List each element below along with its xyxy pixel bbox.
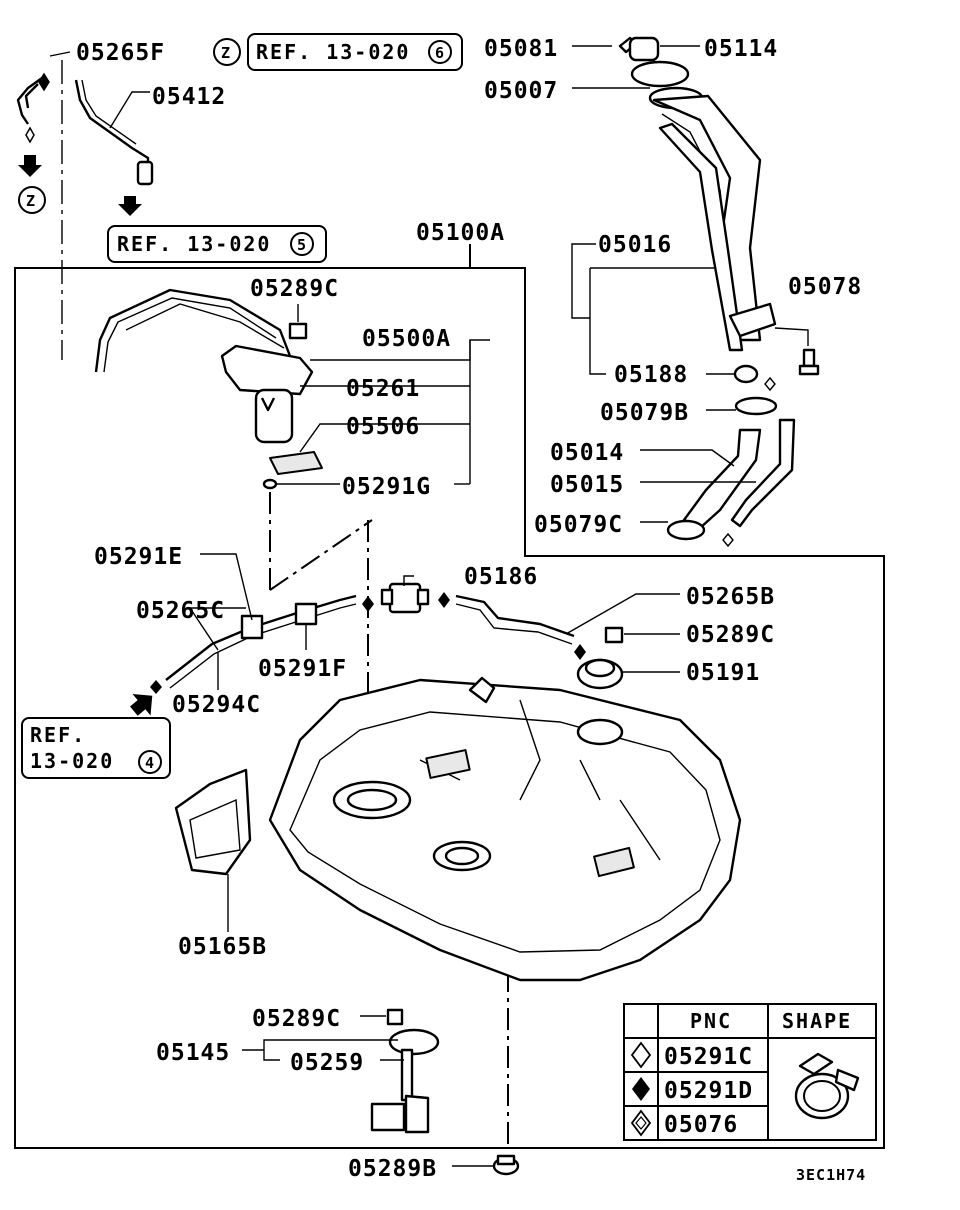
label-05188: 05188 (614, 362, 688, 388)
label-05261: 05261 (346, 376, 420, 402)
label-05014: 05014 (550, 440, 624, 466)
label-05265B: 05265B (686, 584, 775, 610)
z-circle-top: Z (213, 38, 241, 66)
label-05259: 05259 (290, 1050, 364, 1076)
label-05081: 05081 (484, 36, 558, 62)
label-05186: 05186 (464, 564, 538, 590)
label-05015: 05015 (550, 472, 624, 498)
protector-05165B (174, 768, 252, 876)
shape-outline-diamond (630, 1041, 652, 1069)
label-05191: 05191 (686, 660, 760, 686)
grommet-05289B (492, 1154, 520, 1176)
hose-05265C (130, 594, 357, 716)
leader-05014 (640, 449, 735, 467)
label-05289C-low: 05289C (252, 1006, 341, 1032)
ref6-num: 6 (435, 44, 445, 62)
hose-05265B (455, 594, 586, 660)
dash-align-2 (269, 519, 373, 591)
label-05165B: 05165B (178, 934, 267, 960)
leader-05412 (109, 91, 150, 129)
leader-05291E (200, 553, 253, 621)
label-05007: 05007 (484, 78, 558, 104)
label-05291G: 05291G (342, 474, 431, 500)
leader-05506 (299, 423, 470, 453)
legend-header-pnc: PNC (690, 1009, 732, 1033)
label-05265C: 05265C (136, 598, 225, 624)
cover-05191 (576, 658, 624, 690)
bolt-05078 (798, 348, 820, 376)
leader-05186 (403, 575, 414, 586)
shape-filled-diamond (632, 1077, 650, 1101)
label-05291E: 05291E (94, 544, 183, 570)
nut-05289C-mid (604, 626, 624, 644)
label-05145: 05145 (156, 1040, 230, 1066)
leader-05265B (565, 593, 680, 635)
shape-05076-top (764, 376, 776, 392)
ref5-text: REF. 13-020 (117, 232, 271, 256)
sender-05145 (370, 1008, 440, 1134)
z-circle-left: Z (18, 186, 46, 214)
ref-box-6: REF. 13-020 6 (247, 33, 463, 71)
legend-pnc-1: 05291C (664, 1044, 753, 1070)
clamp-shape-icon (794, 1052, 860, 1120)
label-05114: 05114 (704, 36, 778, 62)
label-05289C-mid: 05289C (686, 622, 775, 648)
ref4-line2: 13-020 (30, 749, 114, 773)
fuel-tank (268, 676, 742, 982)
leader-05265C (188, 607, 246, 651)
label-05079C: 05079C (534, 512, 623, 538)
ref-box-4: REF. 13-020 4 (21, 717, 171, 779)
ref4-line1: REF. (30, 723, 86, 747)
label-05500A: 05500A (362, 326, 451, 352)
label-05289B: 05289B (348, 1156, 437, 1182)
z-mark-text: Z (26, 192, 36, 210)
label-05291F: 05291F (258, 656, 347, 682)
label-05079B: 05079B (600, 400, 689, 426)
main-frame-outline (14, 267, 885, 1149)
label-05294C: 05294C (172, 692, 261, 718)
ref4-num: 4 (145, 754, 155, 772)
valve-05186 (380, 582, 430, 614)
filler-neck-assembly (618, 36, 778, 416)
label-05265F: 05265F (76, 40, 165, 66)
shape-05291D-mid (362, 596, 374, 612)
pump-module-05500A (220, 344, 323, 490)
legend-pnc-2: 05291D (664, 1078, 753, 1104)
bracket-05145 (242, 1039, 398, 1061)
legend-header-shape: SHAPE (782, 1009, 852, 1033)
hose-05265F (16, 72, 50, 177)
label-05412: 05412 (152, 84, 226, 110)
pipe-05412 (74, 79, 154, 216)
label-05289C-top: 05289C (250, 276, 339, 302)
ref5-num: 5 (297, 236, 307, 254)
footer-code: 3EC1H74 (796, 1166, 866, 1184)
bracket-05016-a (571, 243, 596, 319)
ref-box-5: REF. 13-020 5 (107, 225, 327, 263)
legend-pnc-3: 05076 (664, 1112, 738, 1138)
label-05078: 05078 (788, 274, 862, 300)
nut-05289C-top (288, 322, 308, 340)
label-05506: 05506 (346, 414, 420, 440)
label-05100A: 05100A (416, 220, 505, 246)
ref6-text: REF. 13-020 (256, 40, 410, 64)
legend-table: PNC SHAPE 05291C 05291D 05076 (623, 1003, 877, 1141)
hose-05014-05015 (666, 418, 796, 548)
label-05016: 05016 (598, 232, 672, 258)
bracket-05016-b (589, 267, 714, 375)
z-mark-text: Z (221, 44, 231, 62)
shape-05291D-right (438, 592, 450, 608)
leader-05078 (774, 327, 809, 346)
leader-05265F (49, 51, 71, 57)
